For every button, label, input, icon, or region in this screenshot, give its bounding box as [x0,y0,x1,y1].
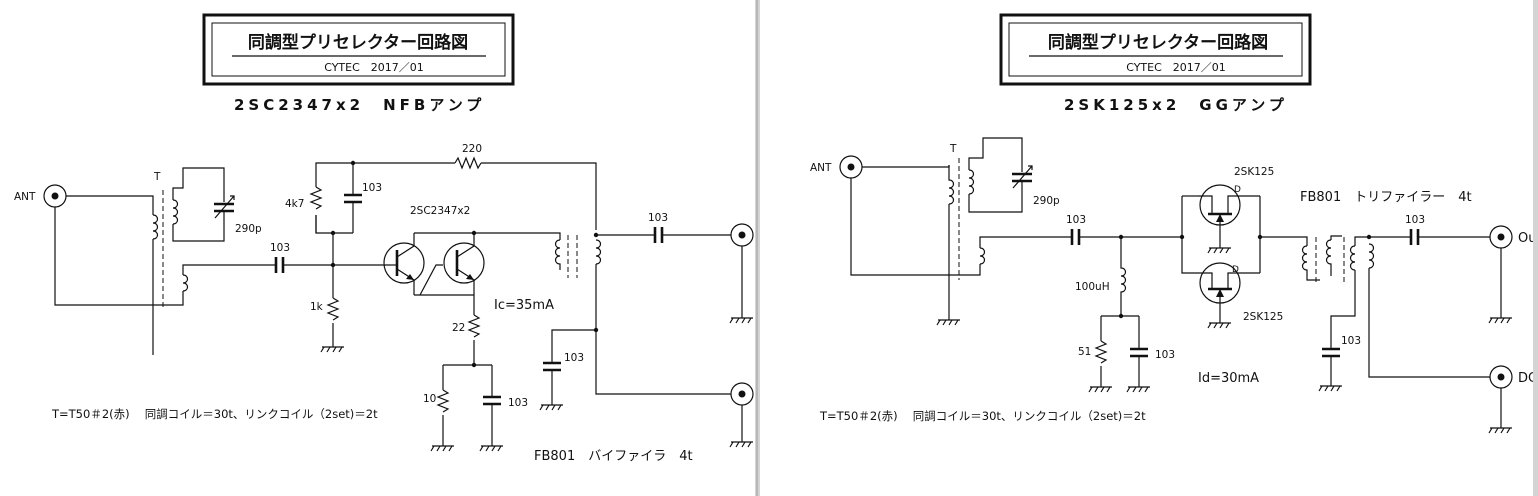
dc-jack-icon [730,382,754,406]
r-4k7-label: 4k7 [285,198,304,210]
out-label: Ou [1518,231,1536,246]
transformer-primary-coil-icon [152,214,159,355]
window-edge [1533,0,1538,496]
title-text: 同調型プリセレクター回路図 [1048,32,1268,53]
variable-capacitor-icon [214,195,235,219]
id-label: Id=30mA [1198,371,1259,386]
r-10-label: 10 [423,393,436,405]
transistor-label: 2SC2347x2 [410,205,470,217]
cap-290p-label: 290p [1033,195,1060,207]
r-51-label: 51 [1078,346,1091,358]
l-100uh-label: 100uH [1075,281,1110,293]
dc-capacitor-icon [543,361,561,405]
transistor-q1-icon [383,233,425,295]
resistor-1k-icon [326,297,340,321]
tuned-coil-icon [968,137,1023,213]
circuit-heading: 2SC2347x2 NFBアンプ [234,96,485,114]
circuit-heading: 2SK125x2 GGアンプ [1064,96,1288,114]
fet-top-icon: D [1198,184,1260,236]
dc-jack-icon [1489,365,1513,389]
title-box [202,13,515,86]
ant-label: ANT [14,191,36,203]
ant-jack-icon [43,184,67,208]
resistor-220-icon [454,156,482,170]
fb801-note: FB801 バイファイラ 4t [534,449,693,464]
cap-fb-label: 103 [362,182,382,194]
source-capacitor-icon [1130,316,1148,387]
credit-text: CYTEC 2017／01 [1126,61,1226,74]
title-box [999,13,1312,86]
choke-100uh-icon [1120,237,1127,316]
resistor-4k7-icon [309,186,323,210]
cap-src-label: 103 [1155,349,1175,361]
credit-text: CYTEC 2017／01 [324,61,424,74]
panel-gg-amp: 同調型プリセレクター回路図 CYTEC 2017／01 2SK125x2 GGア… [810,13,1537,434]
output-jack-icon [730,223,754,247]
emitter-capacitor-icon [483,365,501,446]
tuned-coil-icon [172,167,225,242]
title-box-inner [1008,22,1303,77]
r-1k-label: 1k [310,301,324,313]
dc-capacitor-icon [1322,347,1340,386]
cap-out-label: 103 [648,212,668,224]
fet-bottom-icon: D [1198,262,1260,323]
link-coil-icon [949,236,1071,276]
resistor-51-icon [1094,340,1108,364]
cap-dc-label: 103 [564,352,584,364]
ant-jack-icon [839,155,863,179]
fb801-trifilar-icon [1301,235,1375,285]
svg-text:D: D [1234,185,1241,195]
cap-dc-label: 103 [1341,335,1361,347]
cap-290p-label: 290p [235,223,262,235]
variable-capacitor-icon [1012,165,1033,189]
input-capacitor-icon [1070,229,1081,245]
resistor-10-icon [436,389,450,413]
r-22-label: 22 [452,322,465,334]
panel-nfb-amp: 同調型プリセレクター回路図 CYTEC 2017／01 2SC2347x2 NF… [14,13,754,464]
fet-bottom-label: 2SK125 [1243,311,1283,323]
link-coil-icon [153,264,275,306]
transistor-q2-icon [443,233,485,295]
fb801-bifilar-icon [554,235,602,330]
svg-text:D: D [1232,265,1239,275]
transformer-spec: T=T50＃2(赤) 同調コイル＝30t、リンクコイル（2set)＝2t [51,407,378,421]
transformer-label: T [949,143,957,155]
fb801-note: FB801 トリファイラー 4t [1300,190,1472,205]
cap-in-label: 103 [270,242,290,254]
output-jack-icon [1489,225,1513,249]
input-capacitor-icon [274,257,285,273]
cap-in-label: 103 [1066,214,1086,226]
bias-capacitor-icon [344,163,362,233]
output-capacitor-icon [653,227,664,243]
ant-label: ANT [810,162,832,174]
title-box-inner [211,22,506,77]
title-text: 同調型プリセレクター回路図 [248,32,468,53]
cap-emitter-label: 103 [508,397,528,409]
cap-out-label: 103 [1405,214,1425,226]
transformer-primary-coil-icon [948,165,955,320]
transformer-label: T [153,171,161,183]
ic-label: Ic=35mA [494,298,554,313]
resistor-22-icon [467,314,481,338]
fet-top-label: 2SK125 [1234,166,1274,178]
transformer-spec: T=T50＃2(赤) 同調コイル＝30t、リンクコイル（2set)＝2t [819,409,1146,423]
dc-label: DC [1518,371,1537,386]
output-capacitor-icon [1409,229,1420,245]
r-220-label: 220 [462,143,482,155]
